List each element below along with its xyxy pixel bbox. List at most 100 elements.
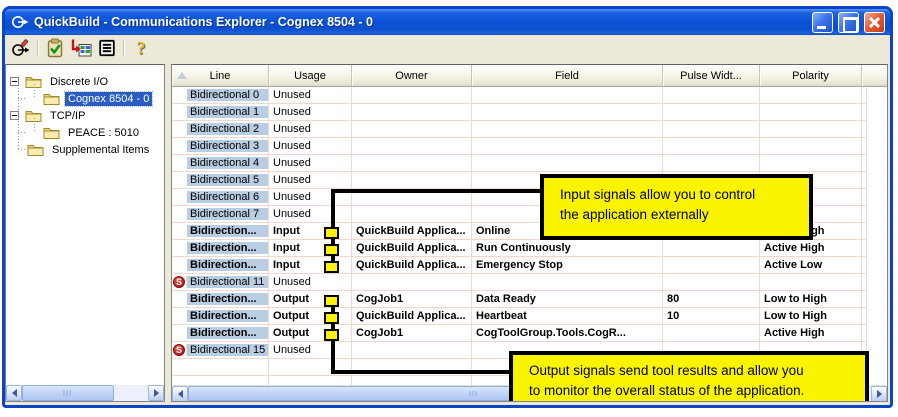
sort-ascending-icon [177, 72, 187, 79]
cell-usage: Input [269, 223, 352, 240]
column-header-spacer[interactable] [862, 65, 887, 87]
cell-usage [269, 359, 352, 376]
cell-owner [352, 359, 472, 376]
tree-collapse-icon[interactable] [10, 77, 19, 86]
scroll-right-button[interactable] [871, 386, 887, 401]
cell-owner: CogJob1 [352, 325, 472, 342]
folder-icon [25, 75, 42, 88]
cell-usage: Unused [269, 138, 352, 155]
callout-anchor-square [324, 295, 339, 307]
maximize-button[interactable] [838, 11, 859, 33]
column-header-label: Polarity [792, 69, 829, 82]
toolbar-separator [123, 39, 125, 57]
cell-owner: CogJob1 [352, 291, 472, 308]
cell-field [472, 104, 663, 121]
cell-usage: Unused [269, 104, 352, 121]
tree-item-label: Discrete I/O [50, 75, 109, 88]
scrollbar-thumb[interactable] [22, 385, 114, 401]
cell-spacer [862, 308, 867, 325]
tree-item-tcp-ip[interactable]: TCP/IP [6, 107, 164, 124]
scroll-left-button[interactable] [6, 385, 22, 401]
tree-item-peace-5010[interactable]: PEACE : 5010 [6, 118, 164, 141]
cell-pulse-width [663, 257, 760, 274]
cell-pulse-width [663, 121, 760, 138]
callout-anchor-square [324, 312, 339, 324]
tree-item-cognex-8504-0[interactable]: Cognex 8504 - 0 [6, 84, 164, 107]
column-header-owner[interactable]: Owner [352, 65, 472, 87]
close-button[interactable] [864, 11, 885, 33]
cell-pulse-width: 10 [663, 308, 760, 325]
cell-field [472, 155, 663, 172]
cell-line: Bidirectional 11 [187, 276, 268, 288]
help-icon: ? [136, 37, 146, 58]
help-button[interactable]: ? [128, 37, 154, 60]
io-config-icon [70, 38, 92, 58]
column-header-pulse-widt[interactable]: Pulse Widt... [663, 65, 760, 87]
cell-owner [352, 172, 472, 189]
callout-connector-line [331, 189, 544, 193]
scroll-right-button[interactable] [148, 385, 164, 401]
callout-text: Input signals allow you to control [560, 187, 756, 202]
verify-button[interactable] [42, 37, 68, 60]
folder-icon [43, 126, 60, 139]
cell-line: Bidirection... [187, 327, 268, 339]
cell-pulse-width [663, 87, 760, 104]
cell-spacer [862, 104, 867, 121]
cell-line: Bidirectional 3 [187, 140, 268, 152]
application-window: QuickBuild - Communications Explorer - C… [2, 6, 893, 408]
cell-line: Bidirection... [187, 225, 268, 237]
callout-text: to monitor the overall status of the app… [529, 382, 805, 398]
cell-field: Data Ready [472, 291, 663, 308]
cell-owner [352, 155, 472, 172]
cell-spacer [862, 274, 867, 291]
cell-pulse-width [663, 138, 760, 155]
connect-button[interactable] [8, 37, 34, 60]
cell-pulse-width [663, 240, 760, 257]
tree-collapse-icon[interactable] [10, 111, 19, 120]
tree-item-supplemental-items[interactable]: Supplemental Items [6, 141, 164, 158]
column-header-label: Pulse Widt... [680, 69, 742, 82]
app-icon [11, 14, 29, 30]
folder-icon [27, 143, 44, 156]
cell-owner [352, 138, 472, 155]
cell-pulse-width: 80 [663, 291, 760, 308]
scroll-left-button[interactable] [172, 386, 188, 401]
column-header-usage[interactable]: Usage [269, 65, 352, 87]
column-header-field[interactable]: Field [472, 65, 663, 87]
io-config-button[interactable] [68, 37, 94, 60]
cell-polarity [760, 121, 862, 138]
output-signals-callout: Output signals send tool results and all… [509, 351, 869, 401]
tree-item-discrete-i-o[interactable]: Discrete I/O [6, 73, 164, 90]
cell-field [472, 138, 663, 155]
arrow-left-icon [174, 390, 183, 398]
minimize-button[interactable] [812, 11, 833, 33]
list-view-icon [97, 38, 117, 58]
list-view-button[interactable] [94, 37, 120, 60]
cell-line: Bidirectional 4 [187, 157, 268, 169]
callout-connector-line [331, 370, 513, 374]
toolbar: ? [5, 35, 890, 61]
scrollbar-track[interactable] [114, 385, 148, 401]
column-header-polarity[interactable]: Polarity [760, 65, 862, 87]
column-header-line[interactable]: Line [172, 65, 269, 87]
cell-line: Bidirectional 6 [187, 191, 268, 203]
folder-icon [25, 109, 42, 122]
column-header-label: Owner [395, 69, 428, 82]
cell-usage: Unused [269, 342, 352, 359]
cell-field: Heartbeat [472, 308, 663, 325]
connect-icon [10, 38, 32, 58]
